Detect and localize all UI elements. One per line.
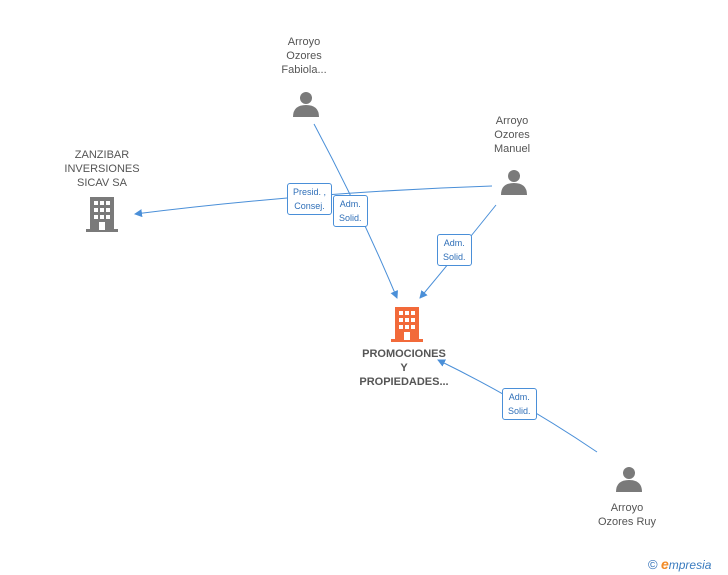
- edge-label-line: Solid.: [508, 406, 531, 416]
- copyright-icon: ©: [648, 557, 658, 572]
- person-icon[interactable]: [292, 90, 320, 118]
- node-label-line: Ozores: [286, 50, 322, 62]
- person-icon[interactable]: [500, 168, 528, 196]
- edge-label-line: Adm.: [508, 392, 530, 402]
- node-label-line: ZANZIBAR: [74, 149, 130, 161]
- node-label-main[interactable]: PROMOCIONES Y PROPIEDADES...: [346, 347, 462, 389]
- brand-name: mpresia: [668, 558, 712, 572]
- node-label-line: Ozores: [494, 129, 530, 141]
- edge-label-adm-solid-ruy[interactable]: Adm. Solid.: [502, 388, 537, 420]
- node-label-line: Ozores Ruy: [597, 516, 657, 528]
- node-label-line: PROMOCIONES: [362, 348, 446, 360]
- building-icon[interactable]: [86, 197, 118, 232]
- node-label-line: INVERSIONES: [64, 163, 140, 175]
- edge-label-line: Adm.: [339, 199, 361, 209]
- node-label-line: Y: [400, 362, 408, 374]
- edge-label-line: Solid.: [443, 252, 466, 262]
- node-label-fabiola: Arroyo Ozores Fabiola...: [264, 35, 344, 77]
- node-label-line: Arroyo: [287, 36, 321, 48]
- node-label-line: Manuel: [493, 143, 531, 155]
- edge-label-line: Solid.: [339, 213, 362, 223]
- edge-label-adm-solid-manuel[interactable]: Adm. Solid.: [437, 234, 472, 266]
- node-label-line: Fabiola...: [281, 64, 327, 76]
- node-label-zanzibar: ZANZIBAR INVERSIONES SICAV SA: [52, 148, 152, 190]
- edge-label-adm-solid-fabiola[interactable]: Adm. Solid.: [333, 195, 368, 227]
- node-label-line: Arroyo: [610, 502, 644, 514]
- brand-initial: e: [660, 556, 669, 572]
- node-label-line: PROPIEDADES...: [359, 376, 449, 388]
- node-label-ruy: Arroyo Ozores Ruy: [587, 501, 667, 529]
- edge-label-presid-consej[interactable]: Presid. , Consej.: [287, 183, 333, 215]
- node-label-manuel: Arroyo Ozores Manuel: [472, 114, 552, 156]
- person-icon[interactable]: [615, 465, 643, 493]
- node-label-line: SICAV SA: [77, 177, 127, 189]
- empresia-footer: © empresia: [648, 556, 711, 572]
- node-label-line: Arroyo: [495, 115, 529, 127]
- edge-label-line: Presid. ,: [293, 187, 327, 197]
- edge-label-line: Consej.: [294, 201, 325, 211]
- building-icon[interactable]: [391, 307, 423, 342]
- edge-label-line: Adm.: [443, 238, 465, 248]
